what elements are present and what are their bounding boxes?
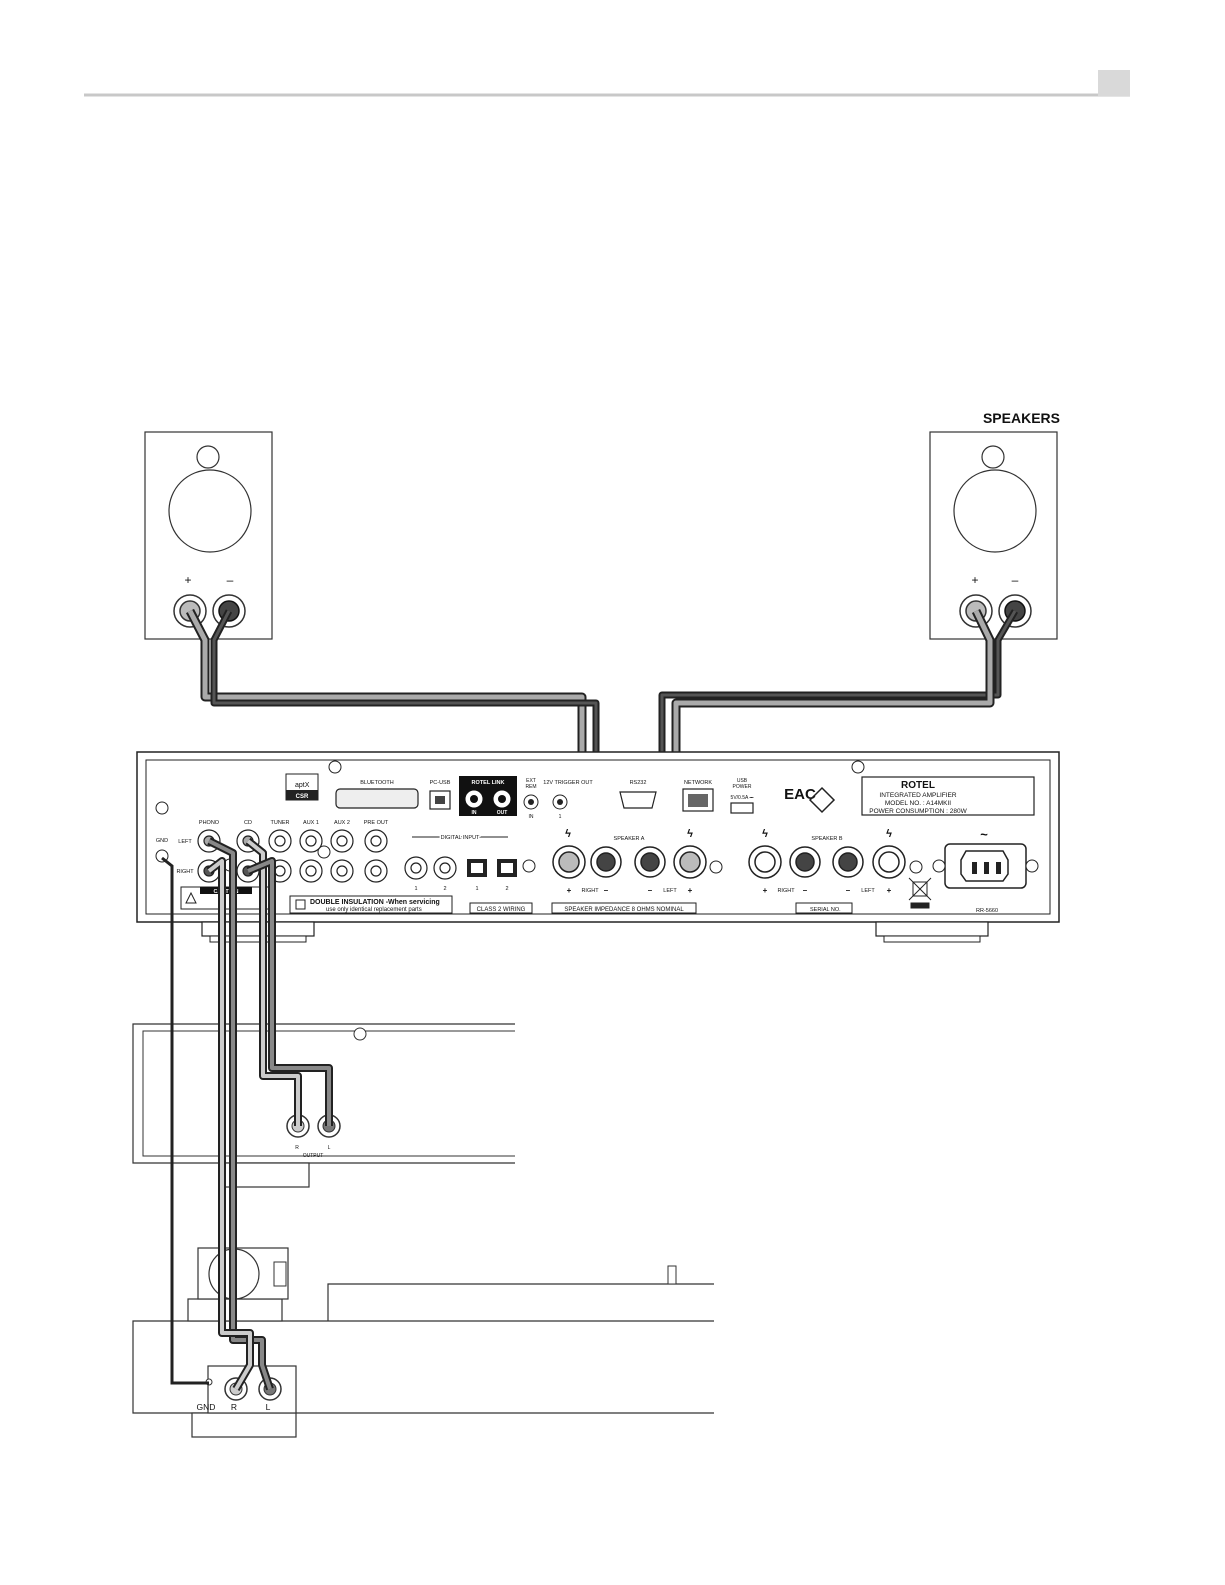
class2-label: [469, 902, 533, 914]
svg-text:–: –: [803, 886, 808, 895]
tuner-label: TUNER: [271, 820, 290, 826]
svg-text:LEFT: LEFT: [861, 888, 875, 894]
svg-text:SERIAL NO.: SERIAL NO.: [810, 907, 841, 913]
minus-label: –: [227, 573, 234, 587]
svg-text:IN: IN: [529, 814, 534, 820]
svg-text:5V/0.5A ⎓: 5V/0.5A ⎓: [731, 795, 754, 801]
svg-text:ROTEL LINK: ROTEL LINK: [472, 780, 505, 786]
ext-rem-line: EXT: [526, 778, 536, 784]
weee-icon: [908, 877, 932, 909]
impedance-label: [551, 902, 697, 914]
phono-rca-cable: [206, 837, 274, 1392]
speaker-b-label: SPEAKER B: [811, 836, 843, 842]
rating-plate: [861, 776, 1035, 816]
network-label: NETWORK: [684, 780, 712, 786]
trigger-label: 12V TRIGGER OUT: [543, 780, 593, 786]
svg-text:–: –: [648, 886, 653, 895]
serial-label: [795, 902, 853, 914]
svg-text:MODEL NO. : A14MKII: MODEL NO. : A14MKII: [885, 800, 951, 807]
pre-out-label: PRE OUT: [364, 820, 389, 826]
right-speaker-cable: [658, 609, 1019, 862]
svg-text:INTEGRATED AMPLIFIER: INTEGRATED AMPLIFIER: [879, 792, 956, 799]
svg-text:1: 1: [414, 886, 417, 892]
tweeter: [981, 445, 1005, 469]
gnd-label: GND: [156, 838, 168, 844]
corner-tab: [1098, 70, 1130, 96]
lightning-icon: ϟ: [762, 828, 768, 840]
lightning-icon: ϟ: [886, 828, 892, 840]
svg-text:–: –: [846, 886, 851, 895]
cd-label: CD: [244, 820, 252, 826]
left-speaker: + –: [144, 431, 273, 640]
speakers-heading: SPEAKERS: [983, 410, 1060, 426]
svg-text:POWER CONSUMPTION : 280W: POWER CONSUMPTION : 280W: [869, 808, 967, 815]
cd-rca-cable: [245, 837, 333, 1126]
turntable-gnd-label: GND: [197, 1402, 216, 1412]
left-label: LEFT: [178, 839, 192, 845]
eac-mark: EAC: [784, 786, 816, 803]
lightning-icon: ϟ: [687, 828, 693, 840]
turntable-r-label: R: [231, 1402, 237, 1412]
warning-icon: [185, 891, 197, 904]
aux1-label: AUX 1: [303, 820, 319, 826]
svg-text:RR-5660: RR-5660: [976, 908, 998, 914]
rcm-mark: [808, 786, 836, 814]
svg-text:RIGHT: RIGHT: [581, 888, 599, 894]
right-label: RIGHT: [176, 869, 194, 875]
svg-text:–: –: [604, 886, 609, 895]
bluetooth-label: BLUETOOTH: [360, 780, 394, 786]
woofer: [953, 469, 1037, 553]
ac-symbol: ~: [980, 827, 988, 842]
svg-text:2: 2: [443, 886, 446, 892]
aux2-label: AUX 2: [334, 820, 350, 826]
right-speaker: + –: [929, 431, 1058, 640]
svg-text:LEFT: LEFT: [663, 888, 677, 894]
turntable-output-panel: [207, 1365, 297, 1414]
svg-text:1: 1: [475, 886, 478, 892]
svg-text:CAUTION: CAUTION: [213, 889, 238, 895]
bluetooth-antenna-port: [335, 788, 419, 809]
svg-text:+: +: [887, 886, 892, 895]
svg-text:OUT: OUT: [497, 810, 508, 816]
digital-input-label: DIGITAL INPUT: [441, 835, 480, 841]
svg-text:RIGHT: RIGHT: [777, 888, 795, 894]
cd-output-label: OUTPUT: [303, 1153, 324, 1159]
usb-power-port: [730, 802, 754, 814]
lightning-icon: ϟ: [565, 828, 571, 840]
svg-text:1: 1: [559, 814, 562, 820]
svg-text:IN: IN: [472, 810, 477, 816]
svg-text:SPEAKER IMPEDANCE 8 OHMS NOMIN: SPEAKER IMPEDANCE 8 OHMS NOMINAL: [564, 907, 684, 913]
svg-text:2: 2: [505, 886, 508, 892]
pc-usb-label: PC-USB: [430, 780, 451, 786]
cd-player: R L OUTPUT: [132, 1023, 515, 1188]
speaker-a-label: SPEAKER A: [614, 836, 645, 842]
svg-text:+: +: [688, 886, 693, 895]
plus-label: +: [184, 573, 191, 587]
svg-text:CLASS 2 WIRING: CLASS 2 WIRING: [477, 907, 526, 913]
ground-wire: [161, 856, 209, 1385]
svg-text:DOUBLE INSULATION -When servic: DOUBLE INSULATION -When servicing: [310, 899, 440, 906]
brand-name: ROTEL: [901, 780, 935, 791]
minus-label: –: [1012, 573, 1019, 587]
phono-label: PHONO: [199, 820, 220, 826]
double-insulation-label: [289, 895, 453, 914]
svg-text:aptX: aptX: [295, 782, 310, 789]
foot-right: [875, 921, 989, 937]
tweeter: [196, 445, 220, 469]
cd-out-r-label: R: [295, 1145, 299, 1151]
svg-text:use only identical replacement: use only identical replacement parts: [326, 907, 422, 913]
woofer: [168, 469, 252, 553]
turntable-l-label: L: [266, 1402, 271, 1412]
plus-label: +: [971, 573, 978, 587]
rs232-label: RS232: [630, 780, 647, 786]
svg-text:+: +: [763, 886, 768, 895]
svg-text:+: +: [567, 886, 572, 895]
svg-text:CSR: CSR: [296, 794, 309, 800]
rs232-port: [619, 791, 657, 809]
cd-out-l-label: L: [328, 1145, 331, 1151]
